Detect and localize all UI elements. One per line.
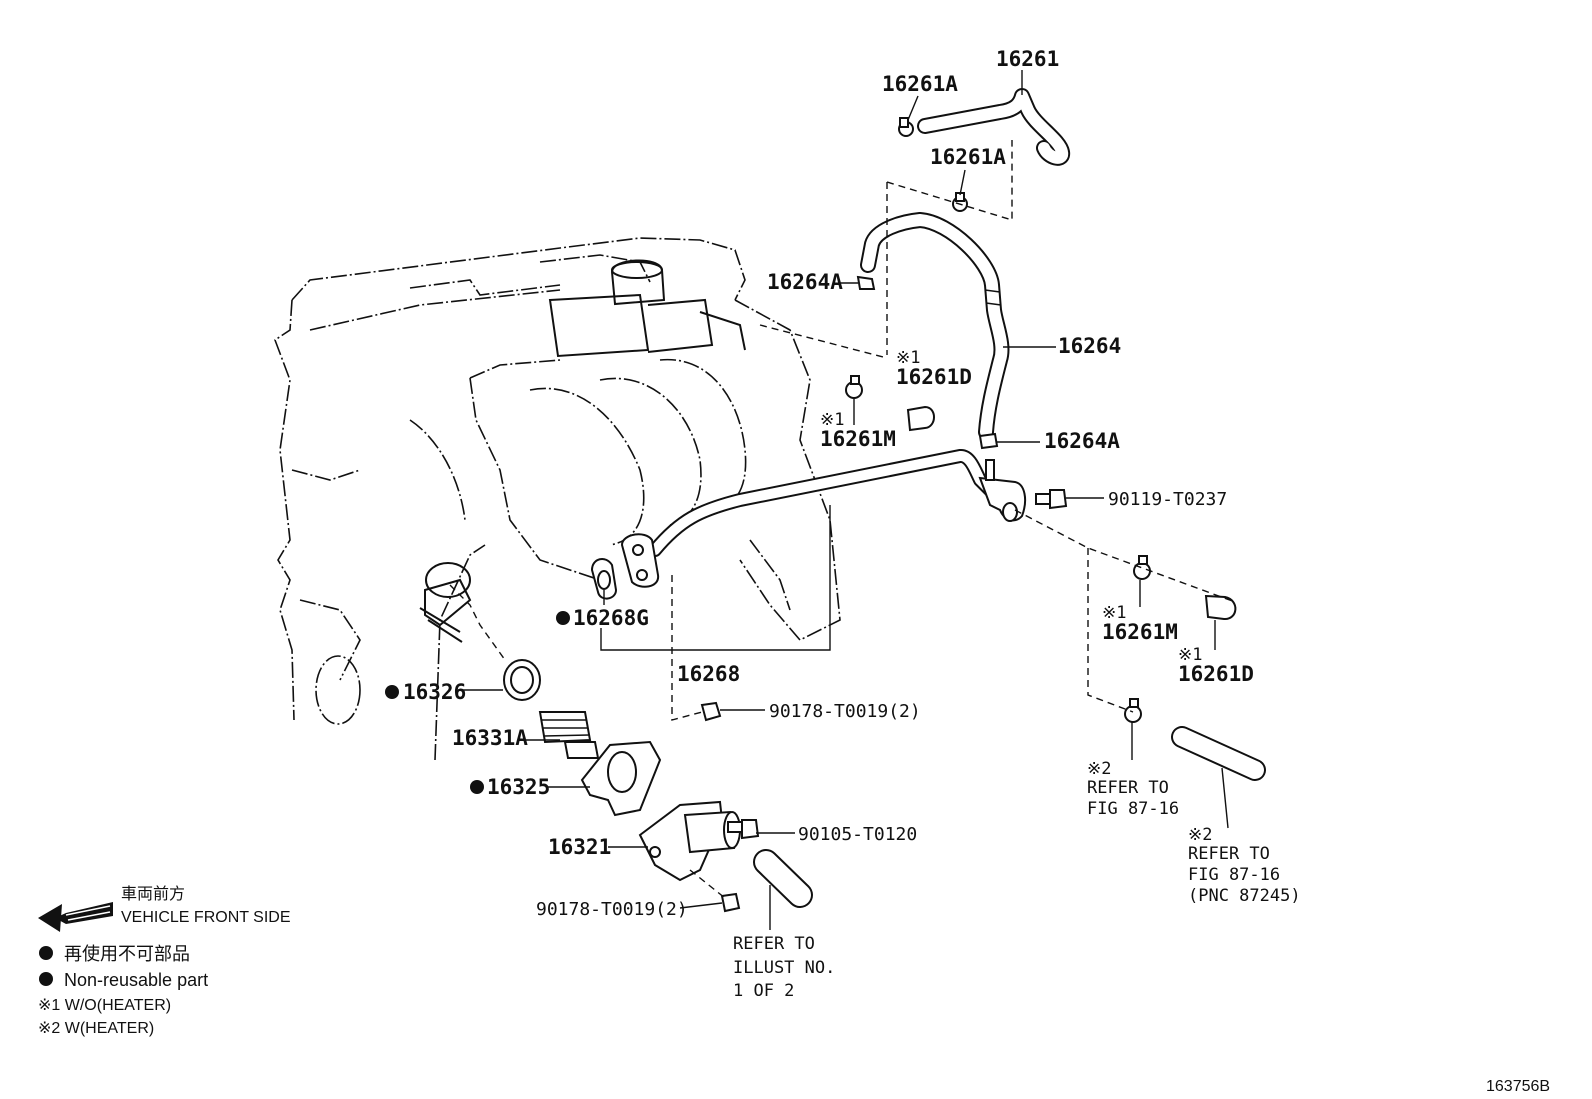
clamp-16264A-right [978,432,999,450]
ref-fig-b-line3: (PNC 87245) [1188,886,1301,906]
label-16261: 16261 [996,47,1059,71]
label-16261M-right: 16261M [1102,620,1178,644]
hose-16261 [917,88,1071,166]
nonreusable-dot-16325 [470,780,484,794]
legend-front-jp: 車両前方 [121,885,185,903]
mark-2-a: ※2 [1087,759,1111,779]
label-16326: 16326 [403,680,466,704]
pipe-16268 [620,449,1027,588]
label-16325: 16325 [487,775,550,799]
label-16261M-top: 16261M [820,427,896,451]
nut-90178-T0019-lower [720,892,741,913]
nonreusable-dot-16326 [385,685,399,699]
gasket-16325 [580,740,662,817]
thermostat-16331A [538,711,600,759]
ref-fig-b-line1: REFER TO [1188,844,1270,864]
ring-16326 [503,659,541,701]
illustration-id: 163756B [1486,1078,1550,1095]
label-16268: 16268 [677,662,740,686]
plug-16261D-right [1204,594,1237,621]
front-arrow-icon [38,902,113,932]
outlet-hose [753,849,813,908]
hose-16264 [860,212,1010,440]
label-90105-T0120: 90105-T0120 [798,824,917,845]
mark-1-d: ※1 [1178,645,1202,665]
mark-1-b: ※1 [820,410,844,430]
bolt-90105-T0120 [727,819,760,840]
label-16261A-mid: 16261A [930,145,1006,169]
ref-fig-b-line2: FIG 87-16 [1188,865,1280,885]
engine-outline [274,237,841,761]
label-16261D-top: 16261D [896,365,972,389]
legend: 車両前方 VEHICLE FRONT SIDE 再使用不可部品 Non-reus… [38,885,291,1037]
part-labels: 16261 16261A 16261A 16264A 16264 16264A … [385,47,1254,920]
leader-lines [458,70,1229,930]
throttle-body [548,259,746,358]
nut-90178-T0019-upper [700,701,722,722]
label-16261A-top: 16261A [882,72,958,96]
clamp-heater [1124,698,1142,723]
legend-dot-jp [39,946,53,960]
label-16264: 16264 [1058,334,1121,358]
clamp-16261A-mid [952,192,968,212]
mark-1-c: ※1 [1102,603,1126,623]
label-16268G: 16268G [573,606,649,630]
label-16264A-right: 16264A [1044,429,1120,453]
label-90178-T0019-upper: 90178-T0019(2) [769,701,921,722]
legend-nonreuse-jp: 再使用不可部品 [64,944,190,964]
ref-fig-a-line2: FIG 87-16 [1087,799,1179,819]
legend-front-en: VEHICLE FRONT SIDE [121,909,291,926]
label-16331A: 16331A [452,726,528,750]
gasket-16268G [590,558,618,600]
ref-illust-line3: 1 OF 2 [733,981,794,1001]
clamp-16264A-left [856,275,876,290]
label-90119-T0237: 90119-T0237 [1108,489,1227,510]
water-inlet-16321 [638,800,741,882]
legend-nonreuse-en: Non-reusable part [64,970,208,990]
clamp-16261A-top [898,117,914,137]
legend-note-1: ※1 W/O(HEATER) [38,997,171,1014]
legend-note-2: ※2 W(HEATER) [38,1020,154,1037]
label-90178-T0019-lower: 90178-T0019(2) [536,899,688,920]
mark-1-a: ※1 [896,348,920,368]
nonreusable-dot-16268G [556,611,570,625]
legend-dot-en [39,972,53,986]
engine-studs [419,562,472,643]
label-16261D-right: 16261D [1178,662,1254,686]
label-16321: 16321 [548,835,611,859]
ref-illust-line1: REFER TO [733,934,815,954]
clamp-16261M-right [1133,555,1151,580]
bolt-90119-T0237 [1035,489,1068,510]
clamp-16261M-top [845,375,863,399]
ref-fig-a-line1: REFER TO [1087,778,1169,798]
ref-notes: ※2 REFER TO FIG 87-16 ※2 REFER TO FIG 87… [733,759,1301,1001]
heater-hose [1171,726,1266,781]
mark-2-b: ※2 [1188,825,1212,845]
dashed-lines [449,140,1236,899]
label-16264A-left: 16264A [767,270,843,294]
ref-illust-line2: ILLUST NO. [733,958,835,978]
plug-16261D-top [906,405,935,432]
